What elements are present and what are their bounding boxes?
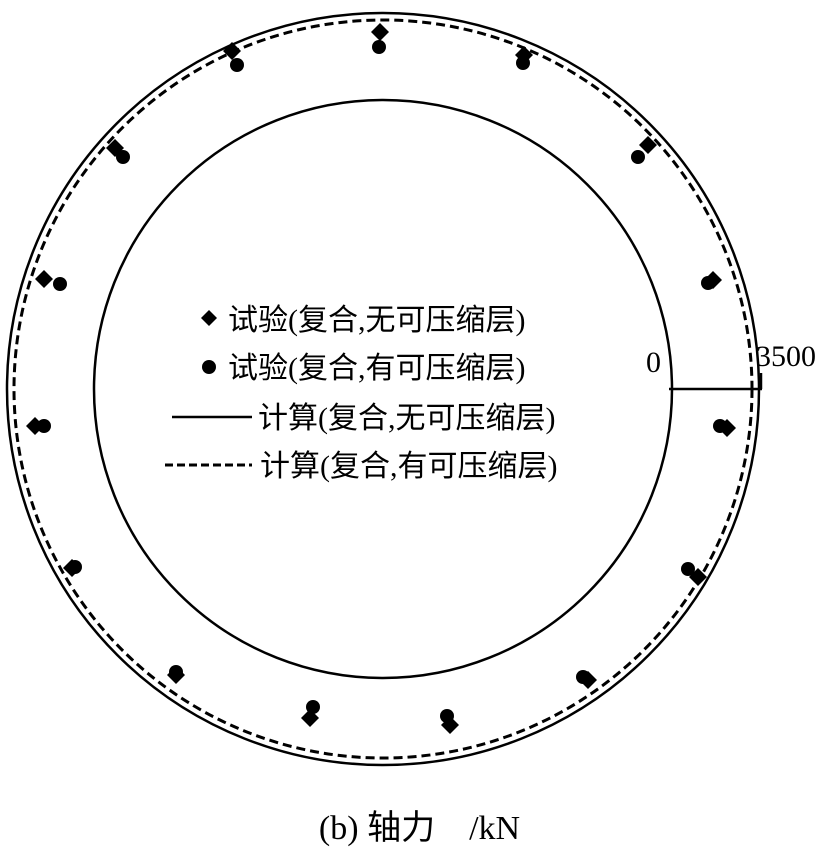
data-point-diamond	[689, 568, 707, 586]
data-point-diamond	[223, 42, 241, 60]
data-point-circle	[230, 58, 244, 72]
data-point-diamond	[515, 46, 533, 64]
test-no-compressible-points	[26, 23, 736, 734]
caption-spacer	[435, 810, 469, 847]
data-point-diamond	[579, 671, 597, 689]
data-point-diamond	[301, 709, 319, 727]
data-point-diamond	[35, 270, 53, 288]
circle-marker-icon	[202, 360, 216, 374]
figure-caption: (b) 轴力 /kN	[0, 800, 839, 849]
data-point-circle	[681, 562, 695, 576]
axis-max-label: 3500	[756, 340, 816, 373]
data-point-circle	[372, 40, 386, 54]
data-point-diamond	[718, 419, 736, 437]
data-point-diamond	[371, 23, 389, 41]
data-point-diamond	[167, 666, 185, 684]
data-point-diamond	[704, 271, 722, 289]
data-point-circle	[116, 150, 130, 164]
legend-label: 计算(复合,无可压缩层)	[258, 402, 555, 435]
legend-label: 试验(复合,无可压缩层)	[228, 304, 525, 337]
legend-item-test-no-compressible: 试验(复合,无可压缩层)	[201, 304, 525, 337]
data-point-diamond	[63, 559, 81, 577]
legend-item-calc-no-compressible: 计算(复合,无可压缩层)	[172, 402, 555, 435]
inner-ring-baseline	[92, 98, 674, 680]
data-point-diamond	[639, 136, 657, 154]
caption-label: (b) 轴力	[318, 810, 436, 847]
legend: 试验(复合,无可压缩层) 试验(复合,有可压缩层) 计算(复合,无可压缩层) 计…	[165, 304, 557, 483]
data-point-diamond	[26, 417, 44, 435]
data-point-diamond	[441, 716, 459, 734]
calc-no-compressible-curve	[5, 11, 761, 767]
axis-zero-label: 0	[646, 346, 661, 379]
diamond-marker-icon	[201, 310, 217, 326]
legend-item-test-with-compressible: 试验(复合,有可压缩层)	[202, 352, 525, 385]
radial-scale-axis: 0 3500	[646, 340, 816, 391]
legend-label: 计算(复合,有可压缩层)	[260, 450, 557, 483]
legend-label: 试验(复合,有可压缩层)	[228, 352, 525, 385]
caption-unit: /kN	[469, 810, 521, 847]
data-point-circle	[631, 150, 645, 164]
legend-item-calc-with-compressible: 计算(复合,有可压缩层)	[165, 450, 557, 483]
data-point-circle	[53, 277, 67, 291]
data-point-diamond	[106, 139, 124, 157]
calc-with-compressible-curve	[12, 18, 754, 760]
